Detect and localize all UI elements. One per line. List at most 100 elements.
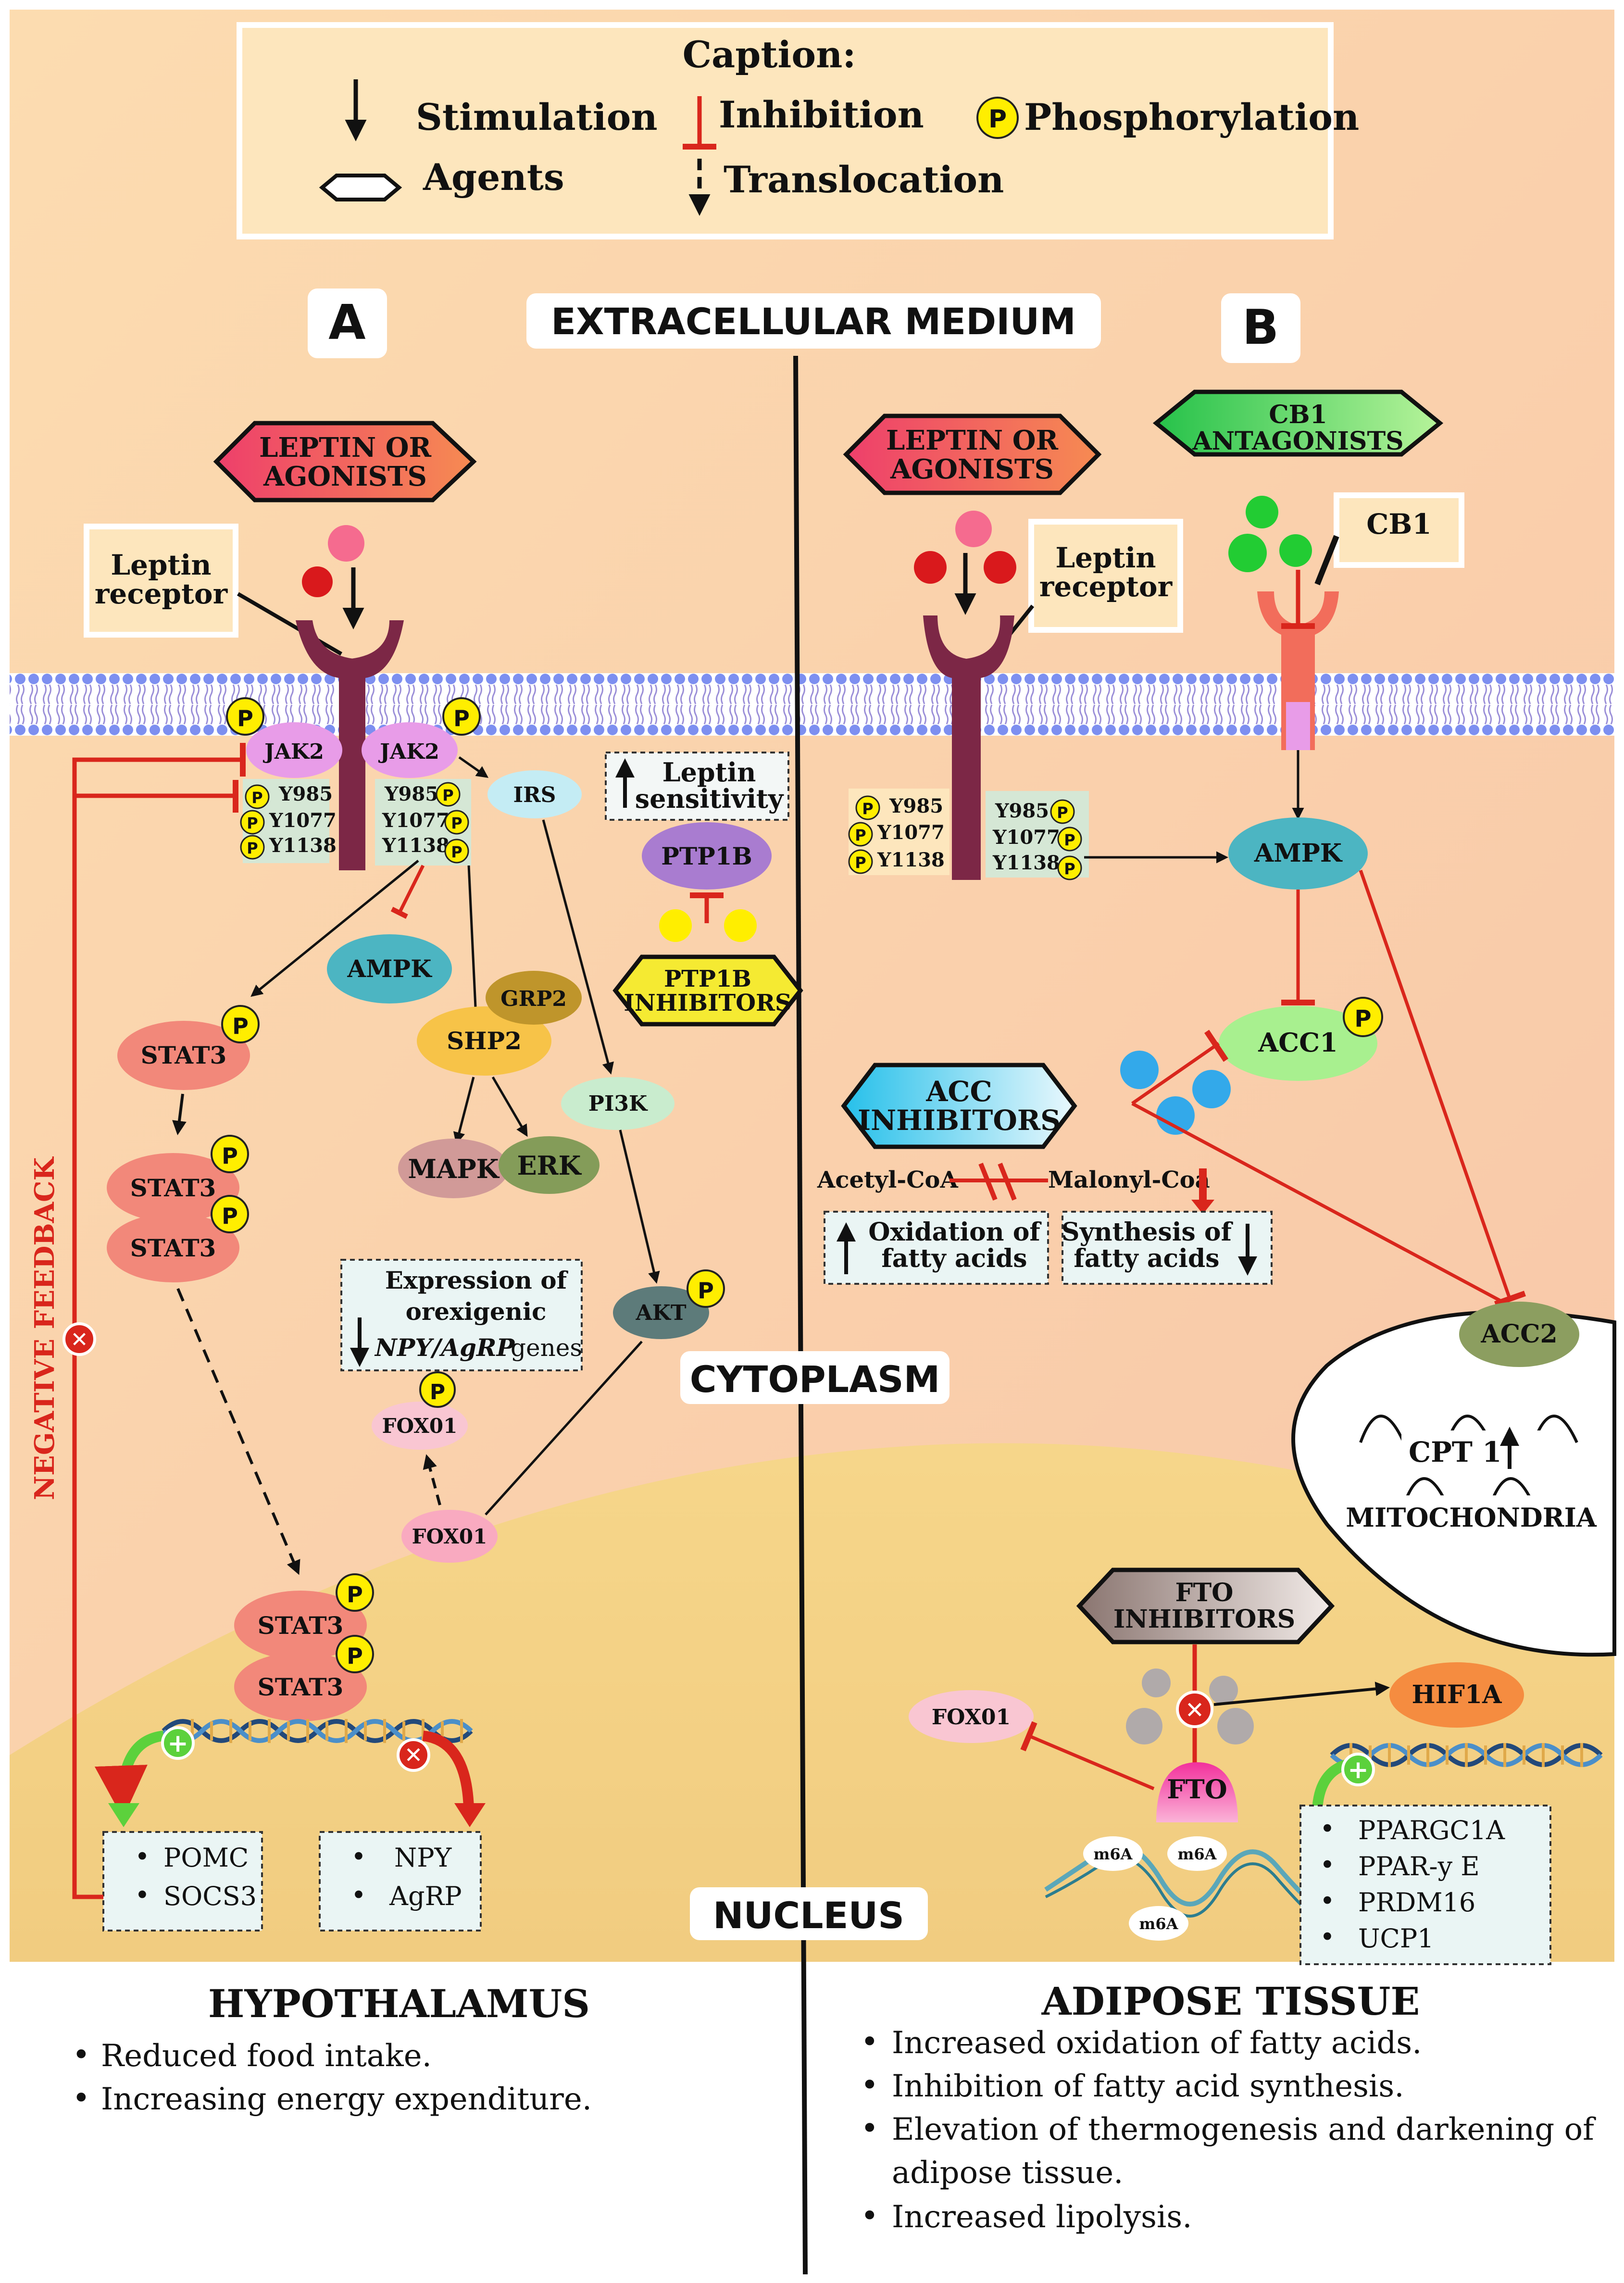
stat3-dimer-nucleus: STAT3 STAT3 P P xyxy=(234,1573,374,1721)
svg-text:AMPK: AMPK xyxy=(1254,839,1343,868)
dna-helix-b xyxy=(1330,1743,1603,1767)
svg-text:JAK2: JAK2 xyxy=(378,740,439,764)
svg-text:FOX01: FOX01 xyxy=(382,1414,458,1438)
svg-text:ERK: ERK xyxy=(517,1150,582,1181)
svg-text:ACC1: ACC1 xyxy=(1258,1027,1337,1058)
svg-text:•: • xyxy=(351,1880,366,1910)
npy-agrp-box: • NPY • AgRP xyxy=(319,1831,482,1932)
leptin-receptor-label-b: Leptin receptor xyxy=(1028,519,1183,633)
grp2-node xyxy=(486,971,582,1025)
caption-inhibition: Inhibition xyxy=(719,93,924,136)
svg-text:P: P xyxy=(988,105,1007,134)
svg-text:P: P xyxy=(855,826,866,844)
svg-text:✕: ✕ xyxy=(71,1328,88,1352)
svg-text:PRDM16: PRDM16 xyxy=(1358,1887,1475,1918)
leptin-receptor-b xyxy=(923,615,1014,880)
svg-text:Leptin: Leptin xyxy=(111,549,211,581)
svg-text:FTO: FTO xyxy=(1167,1774,1227,1805)
jak2-right xyxy=(362,722,458,778)
svg-text:+: + xyxy=(167,1729,188,1758)
extracellular-label: EXTRACELLULAR MEDIUM xyxy=(551,300,1076,343)
mapk-node xyxy=(398,1139,509,1198)
svg-text:•: • xyxy=(351,1842,366,1872)
svg-text:UCP1: UCP1 xyxy=(1358,1923,1434,1954)
svg-text:P: P xyxy=(451,843,462,861)
ptp1b-inhibitors-agent: PTP1B INHIBITORS xyxy=(612,954,803,1027)
hypothalamus-effect-2: Increasing energy expenditure. xyxy=(101,2082,592,2117)
svg-text:P: P xyxy=(347,1643,363,1669)
svg-text:LEPTIN OR: LEPTIN OR xyxy=(886,425,1059,456)
svg-text:P: P xyxy=(232,1013,249,1039)
pi3k-node xyxy=(561,1077,675,1130)
svg-text:P: P xyxy=(1064,860,1075,878)
svg-text:Y985: Y985 xyxy=(384,783,438,805)
svg-text:✕: ✕ xyxy=(404,1742,423,1768)
svg-text:Expression of: Expression of xyxy=(385,1266,569,1294)
svg-text:Leptin: Leptin xyxy=(662,757,756,788)
ampk-node-b xyxy=(1228,817,1368,890)
svg-text:FOX01: FOX01 xyxy=(932,1705,1011,1730)
svg-text:Y1077: Y1077 xyxy=(877,821,945,844)
ampk-node-a xyxy=(327,934,452,1004)
dna-helix-a xyxy=(162,1719,473,1743)
acc1-node xyxy=(1219,1006,1377,1081)
svg-text:•: • xyxy=(861,2111,879,2146)
caption-agents: Agents xyxy=(423,156,564,199)
svg-text:STAT3: STAT3 xyxy=(141,1041,227,1069)
svg-text:P: P xyxy=(1057,803,1068,822)
svg-text:P: P xyxy=(442,786,453,804)
leptin-receptor-a xyxy=(296,620,404,870)
adipose-effect-3b: adipose tissue. xyxy=(892,2155,1123,2191)
svg-text:P: P xyxy=(222,1203,238,1229)
svg-text:•: • xyxy=(861,2024,879,2060)
svg-text:P: P xyxy=(855,853,866,872)
adipose-effect-2: Inhibition of fatty acid synthesis. xyxy=(892,2069,1404,2104)
thermogenic-genes-box: • PPARGC1A • PPAR-y E • PRDM16 • UCP1 xyxy=(1299,1805,1551,1965)
svg-text:•: • xyxy=(1320,1886,1335,1916)
irs-node xyxy=(487,770,582,818)
svg-text:P: P xyxy=(862,800,873,818)
svg-text:P: P xyxy=(430,1380,445,1405)
svg-text:genes: genes xyxy=(511,1334,582,1362)
svg-text:sensitivity: sensitivity xyxy=(635,783,784,814)
cb1-label: CB1 xyxy=(1334,492,1464,568)
hypothalamus-effect-1: Reduced food intake. xyxy=(101,2038,432,2074)
mitochondria-label: MITOCHONDRIA xyxy=(1346,1502,1597,1533)
svg-text:•: • xyxy=(135,1880,150,1910)
leptin-sensitivity-box: Leptin sensitivity xyxy=(605,752,789,821)
akt-node xyxy=(613,1286,709,1339)
svg-text:NPY/AgRP: NPY/AgRP xyxy=(374,1333,515,1362)
adipose-effect-1: Increased oxidation of fatty acids. xyxy=(892,2025,1422,2061)
synthesis-fatty-acids-box: Synthesis of fatty acids xyxy=(1062,1211,1273,1285)
svg-text:fatty acids: fatty acids xyxy=(1074,1244,1219,1273)
svg-text:•: • xyxy=(861,2198,879,2234)
svg-text:AGONISTS: AGONISTS xyxy=(263,461,427,492)
expression-orexigenic-box: Expression of orexigenic NPY/AgRP genes xyxy=(340,1259,583,1371)
svg-text:Y985: Y985 xyxy=(278,783,333,805)
svg-text:PPAR-y E: PPAR-y E xyxy=(1358,1851,1480,1882)
svg-text:PTP1B: PTP1B xyxy=(664,966,751,992)
svg-text:CB1: CB1 xyxy=(1269,400,1327,429)
malonyl-coa-label: Malonyl-Coa xyxy=(1048,1167,1210,1193)
hif1a-node xyxy=(1389,1662,1524,1728)
svg-text:AKT: AKT xyxy=(635,1301,686,1325)
fto-node xyxy=(1156,1762,1238,1822)
caption-title: Caption: xyxy=(683,33,856,76)
hypothalamus-title: HYPOTHALAMUS xyxy=(208,1981,590,2026)
svg-text:SHP2: SHP2 xyxy=(447,1027,522,1055)
stat3-dimer-cytoplasm: STAT3 STAT3 P P xyxy=(107,1135,249,1282)
svg-text:P: P xyxy=(1354,1005,1371,1032)
tyrosine-sites-b-right: Y985 P Y1077 P Y1138 P xyxy=(986,791,1089,880)
rna-m6a: m6A m6A m6A xyxy=(1044,1836,1321,1941)
svg-text:LEPTIN OR: LEPTIN OR xyxy=(259,432,432,464)
svg-text:Oxidation of: Oxidation of xyxy=(868,1217,1042,1247)
caption-translocation: Translocation xyxy=(724,158,1004,201)
negative-feedback-label: NEGATIVE FEEDBACK xyxy=(29,1156,61,1500)
svg-text:INHIBITORS: INHIBITORS xyxy=(1113,1605,1295,1634)
svg-text:P: P xyxy=(222,1143,238,1169)
svg-text:IRS: IRS xyxy=(513,783,556,807)
svg-text:m6A: m6A xyxy=(1139,1915,1179,1933)
svg-text:receptor: receptor xyxy=(1039,570,1173,603)
adipose-effect-4: Increased lipolysis. xyxy=(892,2199,1192,2235)
